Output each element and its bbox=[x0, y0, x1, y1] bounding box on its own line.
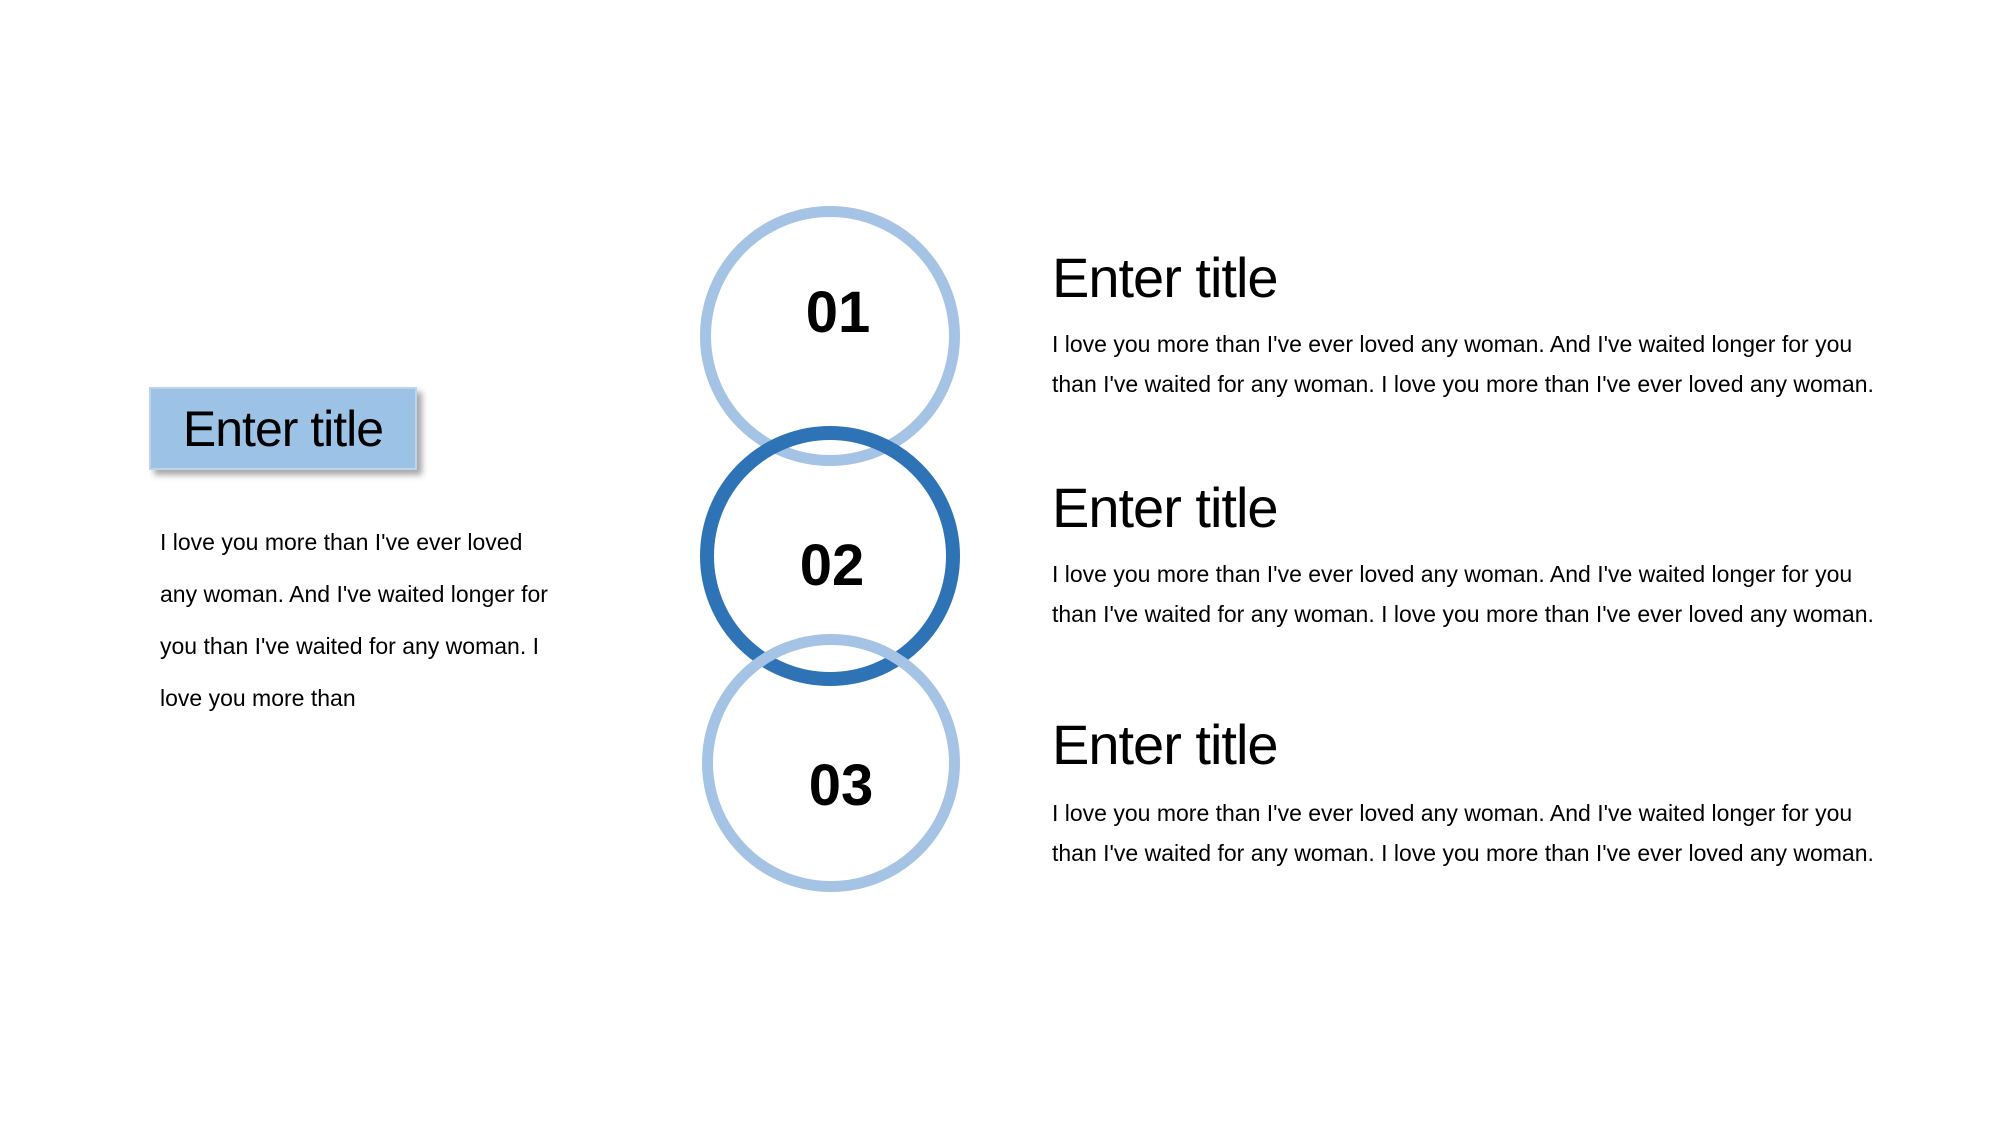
left-paragraph-line-1: I love you more than I've ever loved bbox=[160, 529, 523, 555]
section-1-title[interactable]: Enter title bbox=[1052, 246, 1279, 309]
section-1-body-line-1: I love you more than I've ever loved any… bbox=[1052, 331, 1853, 357]
left-paragraph-line-3: you than I've waited for any woman. I bbox=[160, 633, 539, 659]
section-1-body[interactable]: I love you more than I've ever loved any… bbox=[1052, 324, 1952, 404]
left-title-box[interactable]: Enter title bbox=[149, 387, 417, 470]
section-1-body-line-2: than I've waited for any woman. I love y… bbox=[1052, 371, 1874, 397]
section-2-body[interactable]: I love you more than I've ever loved any… bbox=[1052, 554, 1952, 634]
section-3-body[interactable]: I love you more than I've ever loved any… bbox=[1052, 793, 1952, 873]
section-3-title[interactable]: Enter title bbox=[1052, 713, 1279, 776]
section-2-title[interactable]: Enter title bbox=[1052, 476, 1279, 539]
left-paragraph-line-2: any woman. And I've waited longer for bbox=[160, 581, 548, 607]
step-number-3: 03 bbox=[808, 753, 874, 818]
section-2-body-line-1: I love you more than I've ever loved any… bbox=[1052, 561, 1853, 587]
left-paragraph[interactable]: I love you more than I've ever loved any… bbox=[160, 516, 630, 724]
section-3-body-line-2: than I've waited for any woman. I love y… bbox=[1052, 840, 1874, 866]
section-3-body-line-1: I love you more than I've ever loved any… bbox=[1052, 800, 1853, 826]
section-2-body-line-2: than I've waited for any woman. I love y… bbox=[1052, 601, 1874, 627]
step-number-1: 01 bbox=[805, 280, 871, 345]
left-title-text: Enter title bbox=[182, 400, 384, 457]
step-number-2: 02 bbox=[799, 533, 865, 598]
left-paragraph-line-4: love you more than bbox=[160, 685, 356, 711]
step-ring-3[interactable] bbox=[702, 634, 960, 892]
